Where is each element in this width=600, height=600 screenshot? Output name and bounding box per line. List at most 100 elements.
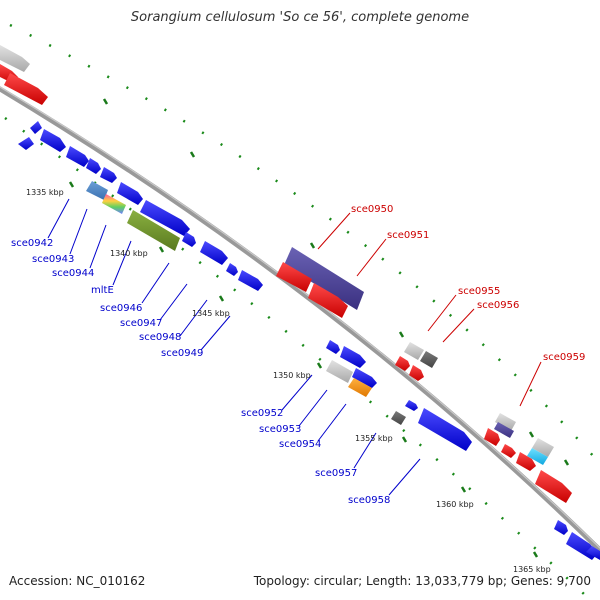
leader-line bbox=[427, 294, 457, 332]
gene-block[interactable] bbox=[238, 270, 263, 291]
major-ticks bbox=[68, 98, 570, 558]
gene-block[interactable] bbox=[4, 73, 48, 105]
label-leader-lines bbox=[47, 198, 542, 496]
gene-block[interactable] bbox=[404, 342, 424, 360]
gene-block[interactable] bbox=[326, 340, 340, 354]
gene-label-sce0946[interactable]: sce0946 bbox=[100, 303, 142, 314]
gene-block[interactable] bbox=[418, 408, 472, 451]
reverse-strand-genes bbox=[276, 262, 572, 503]
gene-block[interactable] bbox=[348, 378, 372, 397]
gene-label-sce0954[interactable]: sce0954 bbox=[279, 439, 321, 450]
gene-block[interactable] bbox=[140, 200, 190, 236]
gene-block[interactable] bbox=[405, 400, 418, 411]
gene-block[interactable] bbox=[391, 411, 406, 425]
gene-label-mltE[interactable]: mltE bbox=[91, 285, 114, 296]
gene-label-sce0955[interactable]: sce0955 bbox=[458, 286, 500, 297]
tick-label: 1355 kbp bbox=[355, 434, 393, 443]
gene-block[interactable] bbox=[340, 346, 366, 368]
major-tick bbox=[309, 242, 316, 249]
page-title: Sorangium cellulosum 'So ce 56', complet… bbox=[130, 10, 470, 25]
gene-label-sce0942[interactable]: sce0942 bbox=[11, 238, 53, 249]
gene-block[interactable] bbox=[352, 368, 377, 388]
tick-label: 1365 kbp bbox=[513, 565, 551, 574]
accession-label: Accession: NC_010162 bbox=[9, 574, 146, 588]
gene-block[interactable] bbox=[532, 438, 554, 457]
gene-label-sce0953[interactable]: sce0953 bbox=[259, 424, 301, 435]
gene-block[interactable] bbox=[117, 182, 143, 205]
major-tick bbox=[158, 246, 165, 253]
leader-line bbox=[353, 432, 377, 469]
leader-line bbox=[112, 240, 132, 286]
leader-line bbox=[89, 224, 107, 269]
major-tick bbox=[316, 362, 323, 369]
gene-labels-reverse: sce0950 sce0951 sce0955 sce0956 sce0959 bbox=[351, 204, 585, 363]
leader-line bbox=[442, 308, 475, 343]
gene-block[interactable] bbox=[182, 232, 196, 247]
outer-tick-ring bbox=[9, 23, 600, 466]
leader-line bbox=[179, 299, 208, 337]
major-tick bbox=[528, 431, 535, 438]
gene-label-sce0944[interactable]: sce0944 bbox=[52, 268, 94, 279]
gene-block[interactable] bbox=[66, 146, 89, 167]
gene-label-sce0951[interactable]: sce0951 bbox=[387, 230, 429, 241]
gene-block[interactable] bbox=[494, 422, 514, 438]
gene-block[interactable] bbox=[409, 365, 424, 381]
gene-block[interactable] bbox=[527, 448, 548, 465]
gene-block[interactable] bbox=[420, 351, 438, 368]
gene-label-sce0958[interactable]: sce0958 bbox=[348, 495, 390, 506]
gene-block[interactable] bbox=[30, 121, 42, 134]
forward-strand-genes bbox=[0, 45, 600, 560]
genome-backbone bbox=[0, 86, 600, 554]
leader-line bbox=[519, 361, 542, 407]
gene-block[interactable] bbox=[535, 470, 572, 503]
tick-labels: 1335 kbp 1340 kbp 1345 kbp 1350 kbp 1355… bbox=[26, 188, 551, 574]
gene-block[interactable] bbox=[516, 452, 536, 471]
leader-line bbox=[388, 458, 421, 496]
leader-line bbox=[281, 374, 313, 411]
leader-line bbox=[200, 315, 231, 351]
gene-block[interactable] bbox=[86, 158, 101, 174]
gene-label-sce0948[interactable]: sce0948 bbox=[139, 332, 181, 343]
gene-block[interactable] bbox=[484, 428, 500, 446]
leader-line bbox=[317, 212, 351, 250]
gene-block[interactable] bbox=[554, 520, 568, 535]
leader-line bbox=[317, 403, 347, 442]
gene-block[interactable] bbox=[586, 546, 600, 560]
major-tick bbox=[102, 98, 109, 105]
gene-block[interactable] bbox=[326, 360, 353, 383]
gene-block[interactable] bbox=[200, 241, 228, 265]
gene-block[interactable] bbox=[395, 356, 410, 371]
gene-block[interactable] bbox=[284, 247, 364, 310]
gene-block[interactable] bbox=[100, 167, 117, 183]
gene-label-sce0949[interactable]: sce0949 bbox=[161, 348, 203, 359]
gene-block[interactable] bbox=[495, 413, 516, 431]
leader-line bbox=[159, 283, 188, 321]
tick-label: 1340 kbp bbox=[110, 249, 148, 258]
gene-label-sce0959[interactable]: sce0959 bbox=[543, 352, 585, 363]
major-tick bbox=[532, 551, 539, 558]
gene-block[interactable] bbox=[501, 444, 516, 458]
tick-label: 1350 kbp bbox=[273, 371, 311, 380]
gene-label-sce0952[interactable]: sce0952 bbox=[241, 408, 283, 419]
gene-labels-forward: sce0942 sce0943 sce0944 mltE sce0946 sce… bbox=[11, 238, 390, 506]
gene-block[interactable] bbox=[308, 283, 348, 318]
gene-label-sce0947[interactable]: sce0947 bbox=[120, 318, 162, 329]
major-tick bbox=[189, 151, 196, 158]
genome-stats-label: Topology: circular; Length: 13,033,779 b… bbox=[253, 574, 591, 588]
leader-line bbox=[47, 198, 70, 239]
gene-block[interactable] bbox=[0, 45, 30, 72]
gene-block[interactable] bbox=[102, 194, 126, 214]
gene-block[interactable] bbox=[40, 129, 66, 152]
gene-block[interactable] bbox=[18, 137, 34, 150]
gene-block[interactable] bbox=[226, 263, 238, 276]
major-tick bbox=[401, 436, 408, 443]
gene-block[interactable] bbox=[276, 262, 312, 292]
tick-label: 1360 kbp bbox=[436, 500, 474, 509]
gene-label-sce0950[interactable]: sce0950 bbox=[351, 204, 393, 215]
gene-label-sce0943[interactable]: sce0943 bbox=[32, 254, 74, 265]
gene-label-sce0956[interactable]: sce0956 bbox=[477, 300, 519, 311]
gene-block[interactable] bbox=[127, 210, 180, 251]
gene-label-sce0957[interactable]: sce0957 bbox=[315, 468, 357, 479]
gene-block[interactable] bbox=[86, 181, 108, 200]
